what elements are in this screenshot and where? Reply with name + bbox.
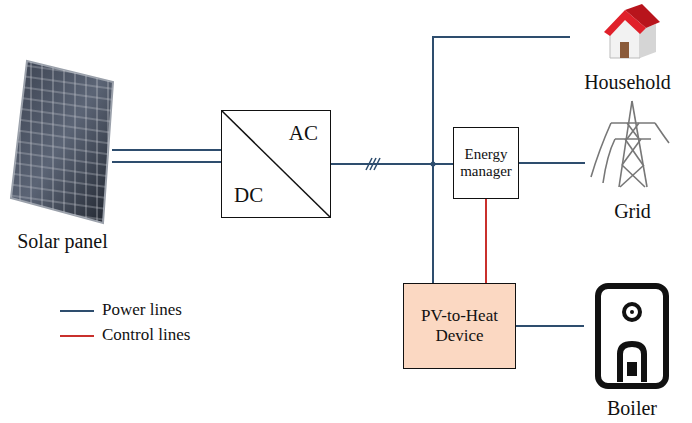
house-icon (600, 4, 660, 66)
box-label: PV-to-Heat Device (407, 306, 512, 345)
junction-dot (431, 162, 436, 167)
legend-entry: Control lines (102, 325, 190, 345)
node-caption: Boiler (582, 397, 682, 420)
legend-entry: Power lines (102, 300, 182, 320)
power-line (331, 37, 570, 164)
legend-line-sample (60, 310, 94, 312)
legend-text: Control lines (102, 325, 190, 345)
energy-manager-box: Energy manager (453, 127, 519, 199)
boiler-node: Boiler (582, 282, 682, 420)
household-node: Household (570, 4, 685, 94)
solar-panel-node: Solar panel (5, 58, 120, 253)
boiler-icon (592, 282, 672, 396)
three-phase-mark (366, 158, 380, 170)
converter-label: DC (234, 183, 263, 207)
legend-text: Power lines (102, 300, 182, 320)
box-label: Energy manager (457, 146, 515, 181)
legend-line-sample (60, 335, 94, 337)
pv-to-heat-box: PV-to-Heat Device (403, 283, 516, 369)
converter-label: AC (289, 121, 318, 145)
control-line (485, 199, 487, 283)
tower-icon (585, 95, 680, 197)
solar-icon (7, 58, 117, 230)
node-caption: Household (570, 71, 685, 94)
node-caption: Grid (585, 200, 680, 223)
grid-node: Grid (585, 95, 680, 223)
power-line (516, 325, 584, 327)
inverter-box: AC DC (221, 110, 331, 218)
power-line (112, 150, 221, 162)
node-caption: Solar panel (5, 230, 120, 253)
power-line (331, 164, 433, 283)
power-line (519, 162, 585, 164)
